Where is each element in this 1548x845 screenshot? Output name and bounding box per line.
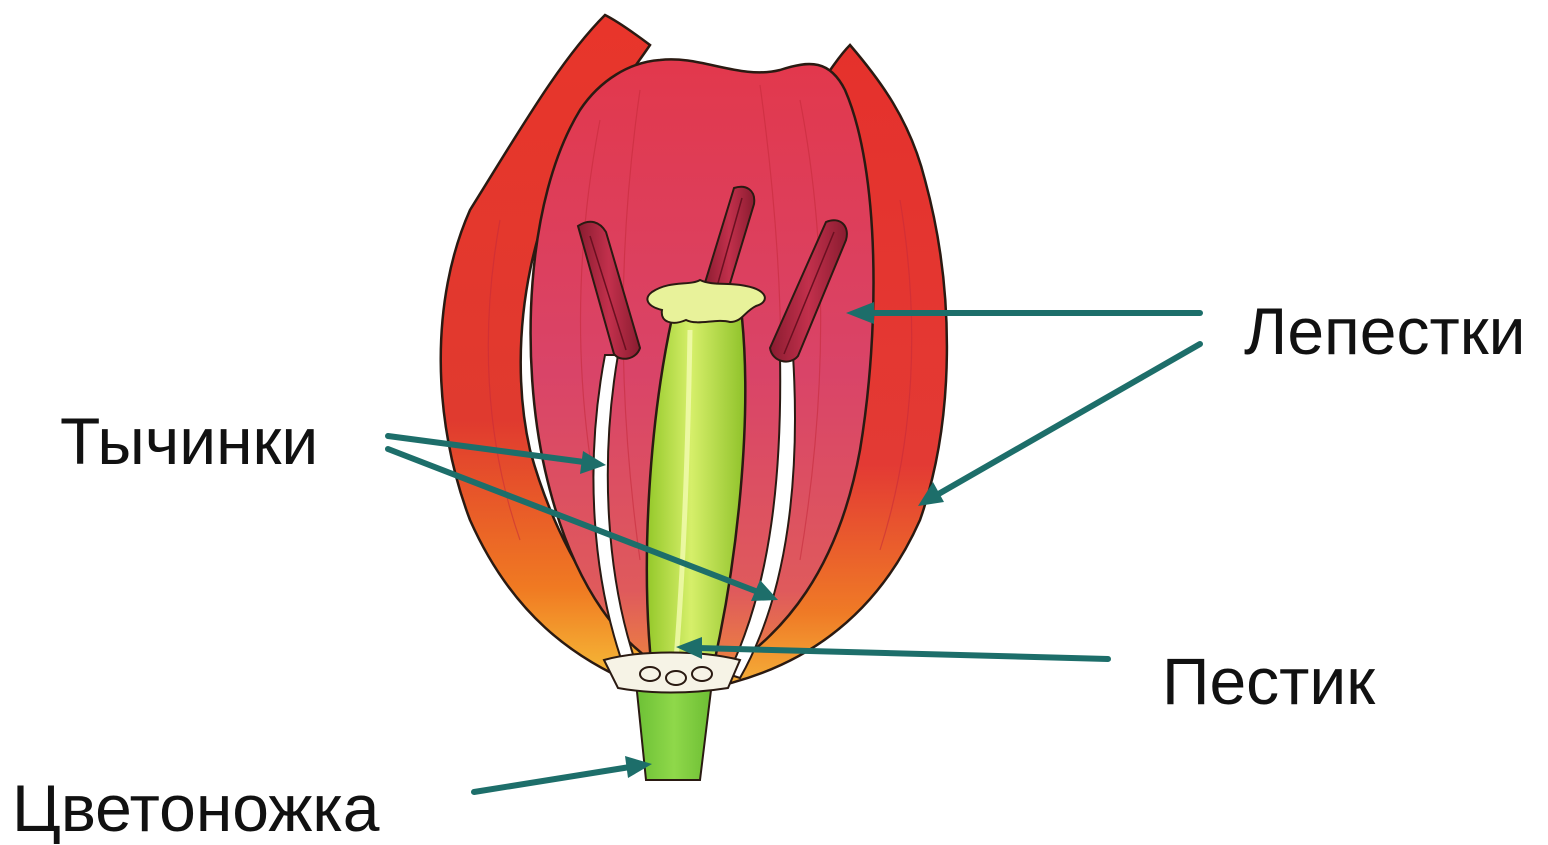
receptacle bbox=[604, 653, 740, 693]
pointer-petals-2 bbox=[935, 344, 1200, 496]
label-pistil: Пестик bbox=[1162, 648, 1375, 714]
label-pedicel: Цветоножка bbox=[12, 775, 379, 841]
pointer-pedicel bbox=[474, 767, 630, 792]
label-petals: Лепестки bbox=[1244, 298, 1525, 364]
label-stamens: Тычинки bbox=[60, 408, 318, 474]
